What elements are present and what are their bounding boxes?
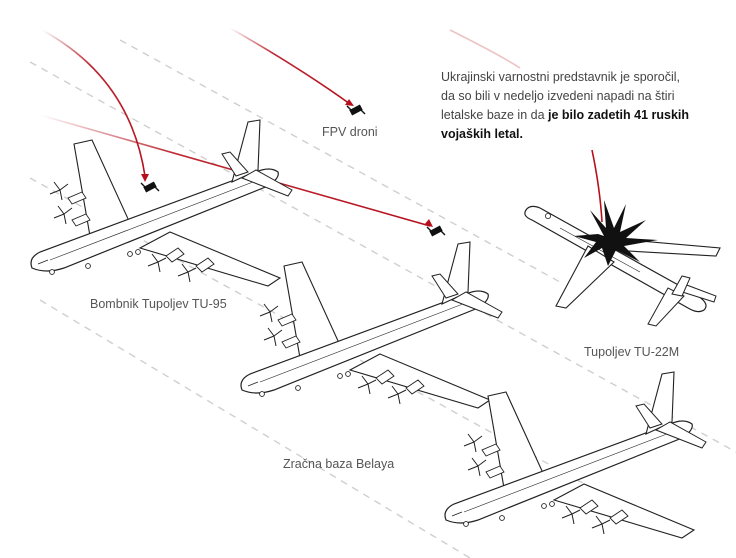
tu95-bomber-icon bbox=[30, 119, 293, 287]
attack-arrowheads bbox=[141, 99, 433, 227]
fpv-drones-label: FPV droni bbox=[322, 125, 378, 139]
airbase-label: Zračna baza Belaya bbox=[283, 457, 395, 471]
fpv-drone-icon bbox=[346, 103, 366, 117]
tu22m-jet-icon bbox=[524, 205, 721, 327]
tu95-bomber-icon bbox=[240, 241, 503, 409]
explosion-icon bbox=[574, 200, 658, 266]
fpv-drone-icon bbox=[426, 224, 446, 238]
statement-body: Ukrajinski varnostni predstavnik je spor… bbox=[441, 70, 680, 122]
tu95-label: Bombnik Tupoljev TU-95 bbox=[90, 297, 227, 311]
tu95-bomber-icon bbox=[444, 371, 707, 539]
statement-text: Ukrajinski varnostni predstavnik je spor… bbox=[441, 68, 691, 144]
statement-emphasis: je bilo zadetih 41 ruskih vojaških letal… bbox=[441, 108, 690, 141]
fpv-drone-icon bbox=[140, 180, 160, 194]
tu22m-label: Tupoljev TU-22M bbox=[584, 345, 680, 359]
